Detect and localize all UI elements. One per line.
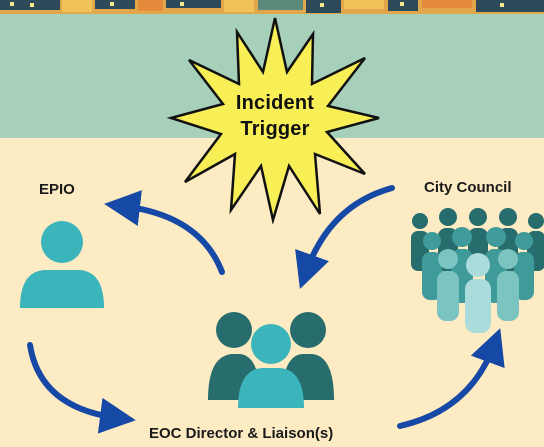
epio-person-icon [20,221,104,308]
trigger-line-2: Trigger [240,118,310,140]
starburst-shape [166,17,380,225]
eoc-group-icon [208,312,334,408]
eoc-director-label: EOC Director & Liaison(s) [149,425,334,442]
city-council-label: City Council [424,179,512,196]
epio-label: EPIO [39,181,75,198]
city-council-crowd-icon [411,208,544,333]
incident-trigger-burst: Incident Trigger [165,14,385,225]
city-skyline-strip [0,0,544,14]
trigger-line-1: Incident [235,92,315,114]
